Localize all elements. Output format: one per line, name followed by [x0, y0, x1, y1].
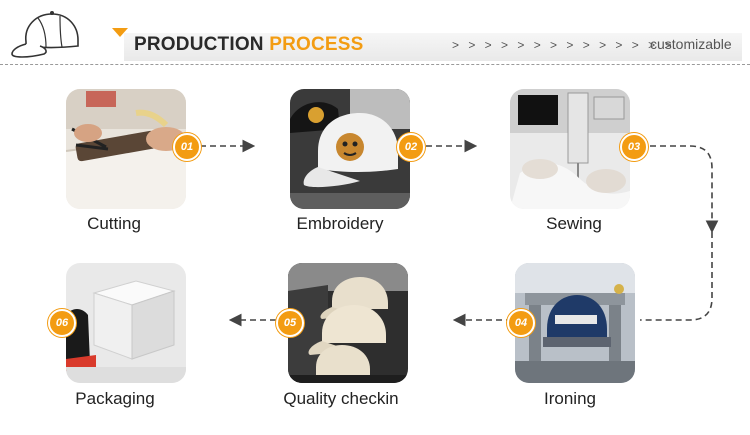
connector-03-04 — [650, 145, 719, 234]
packaging-box-icon — [66, 263, 186, 383]
title-dark: PRODUCTION — [134, 34, 264, 55]
step-badge-06: 06 — [48, 309, 76, 337]
step-label-embroidery: Embroidery — [296, 214, 384, 233]
step-label-cutting: Cutting — [87, 214, 141, 233]
title-ribbon: PRODUCTION PROCESS > > > > > > > > > > >… — [112, 28, 750, 62]
step-image-sewing — [510, 89, 630, 209]
step-image-cutting — [66, 89, 186, 209]
step-label-ironing: Ironing — [544, 389, 596, 408]
baseball-cap-icon — [11, 11, 79, 58]
step-label-packaging: Packaging — [75, 389, 155, 408]
ironing-press-icon — [515, 263, 635, 383]
step-badge-03: 03 — [620, 133, 648, 161]
embroidery-scene-icon — [290, 89, 410, 209]
step-label-quality-checkin: Quality checkin — [283, 389, 399, 408]
step-image-quality-check — [288, 263, 408, 383]
chevron-arrows: > > > > > > > > > > > > > > — [452, 38, 675, 52]
step-label-sewing: Sewing — [546, 214, 602, 233]
step-image-packaging — [66, 263, 186, 383]
header: PRODUCTION PROCESS > > > > > > > > > > >… — [0, 0, 750, 68]
cutting-scene-icon — [66, 89, 186, 209]
step-badge-02: 02 — [397, 133, 425, 161]
page-title: PRODUCTION PROCESS — [134, 34, 364, 56]
step-image-embroidery — [290, 89, 410, 209]
title-accent: PROCESS — [269, 34, 364, 55]
sewing-machine-icon — [510, 89, 630, 209]
step-badge-04: 04 — [507, 309, 535, 337]
ribbon-marker-icon — [112, 28, 128, 37]
caps-inspection-icon — [288, 263, 408, 383]
step-badge-01: 01 — [173, 133, 201, 161]
tagline: customizable — [650, 36, 732, 52]
step-image-ironing — [515, 263, 635, 383]
header-divider — [0, 64, 750, 65]
step-badge-05: 05 — [276, 309, 304, 337]
connector-03-04-b — [640, 232, 713, 321]
